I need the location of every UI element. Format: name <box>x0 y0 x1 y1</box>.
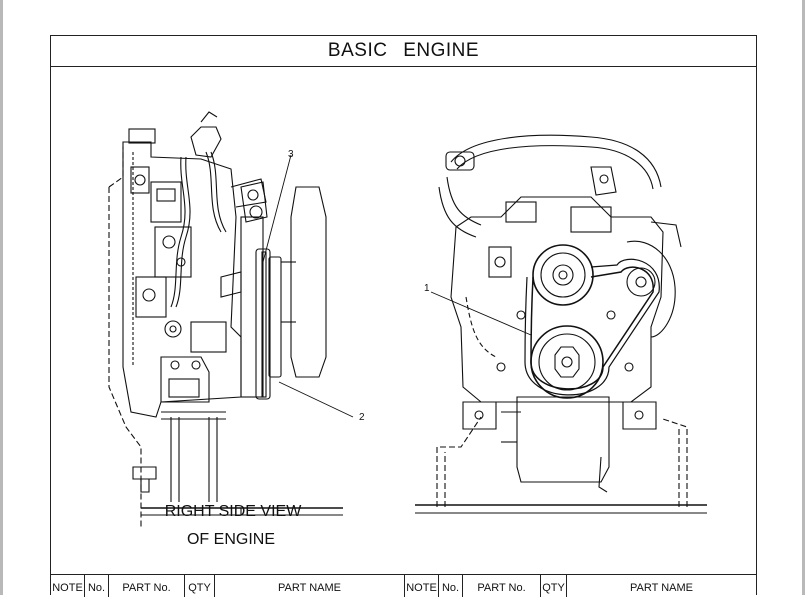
callout-2: 2 <box>359 412 365 423</box>
callout-3: 3 <box>288 149 294 160</box>
col-number: No. <box>85 575 109 597</box>
engine-illustration: 3 2 1 <box>51 67 756 537</box>
window-edge-left <box>0 0 3 595</box>
engine-drawing-svg <box>108 111 707 527</box>
parts-table-header: NOTE No. PART No. QTY PART NAME NOTE No.… <box>51 574 756 597</box>
col-note-2: NOTE <box>405 575 439 597</box>
engine-front-view-drawing <box>415 134 707 514</box>
parts-catalog-page: BASIC ENGINE <box>50 35 757 597</box>
window-edge-right <box>802 0 805 595</box>
col-part-name: PART NAME <box>215 575 405 597</box>
page-title: BASIC ENGINE <box>327 40 480 61</box>
title-bar: BASIC ENGINE <box>51 36 756 67</box>
col-note: NOTE <box>51 575 85 597</box>
callout-1: 1 <box>424 283 430 294</box>
figure-caption-line2: OF ENGINE <box>186 531 275 548</box>
col-part-number: PART No. <box>109 575 185 597</box>
figure-caption-line1: RIGHT SIDE VIEW <box>164 503 302 520</box>
col-qty: QTY <box>185 575 215 597</box>
col-qty-2: QTY <box>541 575 567 597</box>
col-part-name-2: PART NAME <box>630 582 693 594</box>
engine-side-view-drawing <box>108 111 354 527</box>
col-number-2: No. <box>439 575 463 597</box>
col-part-number-2: PART No. <box>463 575 541 597</box>
